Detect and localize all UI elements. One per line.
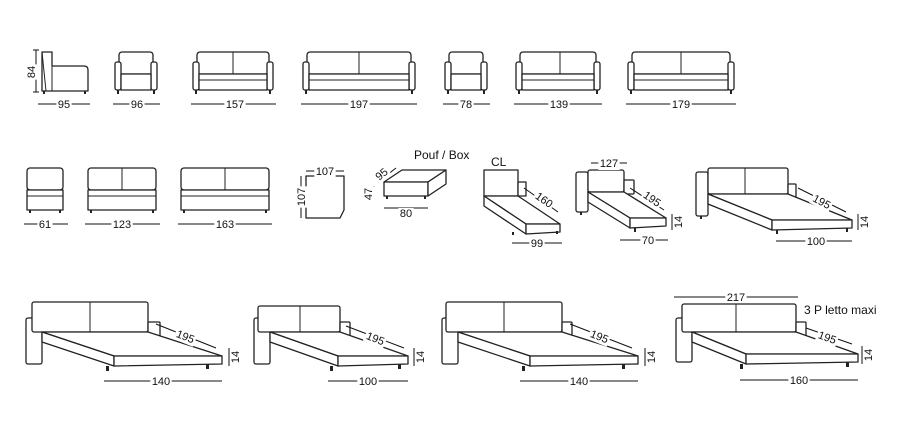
dim-label-bg bbox=[568, 376, 590, 388]
dim-corner-width: 107 bbox=[316, 166, 334, 178]
dim-bed-b-width: 100 bbox=[359, 376, 377, 388]
dim-label-bg bbox=[314, 166, 336, 178]
sofa-179 bbox=[627, 51, 735, 94]
dim-sofa-bed-100-height: 14 bbox=[859, 216, 871, 228]
sofa-bed-160-maxi bbox=[675, 303, 859, 369]
sofa-197 bbox=[302, 51, 416, 94]
dim-label-bg bbox=[725, 292, 747, 304]
dim-label-bg bbox=[548, 99, 570, 111]
dim-bed-a-height: 14 bbox=[230, 351, 242, 363]
dim-label-bg bbox=[859, 214, 871, 230]
dim-width-78: 78 bbox=[460, 99, 472, 111]
dim-label-bg bbox=[296, 186, 308, 208]
dim-width-61: 61 bbox=[39, 219, 51, 231]
dim-width-123: 123 bbox=[113, 219, 131, 231]
dim-height-84: 84 bbox=[26, 66, 38, 78]
dim-label-bg bbox=[673, 214, 685, 230]
armchair-78 bbox=[444, 51, 488, 94]
dim-label-bg bbox=[37, 219, 53, 231]
dim-label-bg bbox=[56, 99, 72, 111]
dim-label-bg bbox=[214, 219, 236, 231]
dim-label-bg bbox=[150, 376, 172, 388]
dim-label-bg bbox=[531, 189, 556, 212]
dim-pouf-width: 80 bbox=[400, 208, 412, 220]
cl-label: CL bbox=[491, 155, 507, 169]
dim-label-bg bbox=[224, 99, 246, 111]
dim-label-bg bbox=[230, 349, 242, 365]
dim-cl-width: 99 bbox=[531, 238, 543, 250]
dim-bed-d-length: 195 bbox=[816, 329, 837, 347]
dim-label-bg bbox=[529, 238, 545, 250]
dim-bed-d-width: 160 bbox=[790, 375, 808, 387]
dim-corner-depth: 107 bbox=[296, 188, 308, 206]
dim-bed-c-height: 14 bbox=[646, 351, 658, 363]
armchair-bed bbox=[575, 169, 667, 232]
dim-bed-d-top: 217 bbox=[727, 292, 745, 304]
pouf-box-label: Pouf / Box bbox=[414, 148, 469, 162]
dim-armchair-bed-top: 127 bbox=[600, 158, 618, 170]
letto-maxi-label: 3 P letto maxi bbox=[804, 303, 876, 317]
dim-label-bg bbox=[348, 99, 370, 111]
dim-armchair-bed-width: 70 bbox=[642, 235, 654, 247]
dim-label-bg bbox=[111, 219, 133, 231]
sofa-side-view bbox=[41, 51, 89, 94]
dim-label-bg bbox=[363, 186, 375, 202]
chaise-longue bbox=[483, 169, 561, 235]
sofa-bed-100 bbox=[695, 167, 853, 234]
dim-label-bg bbox=[814, 328, 840, 348]
armchair-96 bbox=[114, 51, 158, 94]
dim-width-179: 179 bbox=[672, 99, 690, 111]
dim-label-bg bbox=[26, 64, 38, 80]
sofa-bed-140-c bbox=[441, 301, 639, 371]
sofa-bed-100-b bbox=[253, 305, 409, 371]
dim-width-163: 163 bbox=[216, 219, 234, 231]
dim-bed-d-height: 14 bbox=[863, 349, 875, 361]
dim-width-95: 95 bbox=[58, 99, 70, 111]
dim-label-bg bbox=[788, 375, 810, 387]
dim-bed-c-width: 140 bbox=[570, 376, 588, 388]
dim-sofa-bed-100-width: 100 bbox=[807, 236, 825, 248]
sofa-157 bbox=[192, 51, 274, 94]
dim-width-96: 96 bbox=[131, 99, 143, 111]
dim-label-bg bbox=[805, 236, 827, 248]
dim-label-bg bbox=[646, 349, 658, 365]
dim-label-bg bbox=[372, 165, 392, 185]
dim-label-bg bbox=[458, 99, 474, 111]
dim-bed-a-width: 140 bbox=[152, 376, 170, 388]
dim-label-bg bbox=[398, 208, 414, 220]
dim-label-bg bbox=[357, 376, 379, 388]
armless-61 bbox=[26, 167, 64, 213]
sofa-139 bbox=[515, 51, 601, 94]
dim-width-197: 197 bbox=[350, 99, 368, 111]
pouf-box bbox=[383, 169, 447, 199]
corner-unit bbox=[305, 175, 345, 219]
dim-label-bg bbox=[809, 192, 834, 213]
dim-label-bg bbox=[172, 327, 198, 347]
dim-pouf-height: 47 bbox=[363, 188, 375, 200]
dim-label-bg bbox=[863, 347, 875, 363]
dim-width-157: 157 bbox=[226, 99, 244, 111]
dim-label-bg bbox=[129, 99, 145, 111]
armless-163 bbox=[180, 167, 270, 213]
sofa-bed-140-a bbox=[25, 301, 223, 371]
dim-label-bg bbox=[362, 329, 388, 349]
dim-label-bg bbox=[415, 349, 427, 365]
dim-label-bg bbox=[586, 327, 612, 347]
armless-123 bbox=[87, 167, 157, 213]
dim-bed-b-height: 14 bbox=[415, 351, 427, 363]
dim-label-bg bbox=[639, 188, 664, 211]
dim-armchair-bed-height: 14 bbox=[673, 216, 685, 228]
dim-width-139: 139 bbox=[550, 99, 568, 111]
dim-label-bg bbox=[640, 235, 656, 247]
dim-label-bg bbox=[670, 99, 692, 111]
dim-label-bg bbox=[598, 158, 620, 170]
